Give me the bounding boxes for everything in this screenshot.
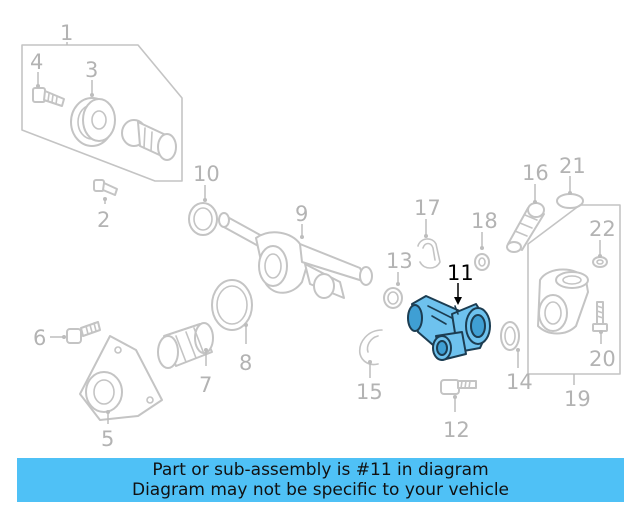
part-16-sensor: 16 <box>506 161 549 253</box>
part-19-housing <box>537 268 589 335</box>
part-10-oring: 10 <box>188 162 220 236</box>
part-group-19: 22 20 19 <box>527 204 621 411</box>
part-6-bolt: 6 <box>33 321 101 350</box>
label-15: 15 <box>356 380 383 404</box>
label-17: 17 <box>414 196 441 220</box>
label-16: 16 <box>522 161 549 185</box>
group-19-outline <box>527 204 621 375</box>
banner-line-1: Part or sub-assembly is #11 in diagram <box>152 460 489 480</box>
label-6: 6 <box>33 326 46 350</box>
part-9-pipe: 9 <box>218 202 373 299</box>
label-2: 2 <box>97 208 110 232</box>
part-3-pulley <box>70 97 116 147</box>
part-group-1: 1 4 3 <box>21 21 183 182</box>
label-13: 13 <box>386 249 413 273</box>
part-18-oring: 18 <box>471 209 498 271</box>
part-21-gasket: 21 <box>556 154 586 209</box>
label-4: 4 <box>30 50 43 74</box>
part-4-bolt <box>32 87 65 107</box>
label-14: 14 <box>506 370 533 394</box>
label-8: 8 <box>239 351 252 375</box>
part-pump-shaft <box>121 119 177 161</box>
label-20: 20 <box>589 347 616 371</box>
label-9: 9 <box>295 202 308 226</box>
label-18: 18 <box>471 209 498 233</box>
group-1-outline <box>21 44 183 182</box>
label-3: 3 <box>85 58 98 82</box>
part-17-clip: 17 <box>414 196 441 269</box>
label-19: 19 <box>564 387 591 411</box>
banner-line-2: Diagram may not be specific to your vehi… <box>131 480 509 500</box>
part-5-flange: 5 <box>79 335 163 451</box>
label-22: 22 <box>589 217 616 241</box>
label-7: 7 <box>199 373 212 397</box>
part-14-oring: 14 <box>500 321 533 394</box>
part-2-bolt: 2 <box>93 179 118 232</box>
part-13-oring: 13 <box>383 249 413 309</box>
part-15-clip: 15 <box>356 329 383 404</box>
label-11: 11 <box>447 261 474 285</box>
part-8-gasket: 8 <box>211 279 253 375</box>
info-banner: Part or sub-assembly is #11 in diagram D… <box>17 458 624 502</box>
label-21: 21 <box>559 154 586 178</box>
part-12-bolt: 12 <box>440 379 477 442</box>
label-10: 10 <box>193 162 220 186</box>
label-12: 12 <box>443 418 470 442</box>
part-20-bolt <box>592 301 608 332</box>
part-11-thermostat-housing: 11 <box>407 261 491 361</box>
label-5: 5 <box>101 427 114 451</box>
part-22-washer <box>592 256 608 268</box>
part-7-cylinder: 7 <box>157 322 214 397</box>
label-1: 1 <box>60 21 73 45</box>
